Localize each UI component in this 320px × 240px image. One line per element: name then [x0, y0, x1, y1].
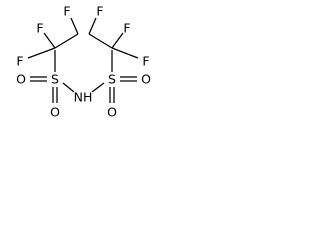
atom-s-left: S	[51, 72, 59, 87]
atom-f-top-right: F	[96, 4, 103, 19]
bond-c5-f-side	[111, 47, 139, 59]
ring-bonds	[54, 33, 113, 93]
atom-f-left: F	[16, 54, 23, 69]
atom-f-top-left: F	[63, 4, 70, 19]
atom-o-bottom-right: O	[107, 105, 117, 120]
bond-c4-c5	[88, 33, 113, 49]
bond-s-left-n	[62, 82, 75, 93]
molecule-structure: F F F F F F S S O O O O NH	[16, 4, 151, 120]
atom-f-upper-left: F	[36, 21, 43, 36]
atom-f-upper-right: F	[123, 21, 130, 36]
sulfonyl-bonds	[30, 76, 137, 103]
fluorine-bonds	[27, 17, 139, 59]
bond-c4-c3	[54, 33, 79, 49]
atom-o-right: O	[141, 72, 151, 87]
bond-c4-f-left	[70, 17, 79, 35]
atom-o-left: O	[16, 72, 26, 87]
atom-f-right: F	[142, 54, 149, 69]
bond-c3-f-top	[43, 32, 56, 49]
atom-o-bottom-left: O	[50, 105, 60, 120]
bond-c5-f-top	[111, 32, 124, 49]
atom-s-right: S	[108, 72, 116, 87]
bond-s-right-n	[91, 82, 105, 93]
bond-c4-f-right	[88, 17, 97, 35]
atom-nh: NH	[74, 90, 93, 105]
bond-c3-f-side	[27, 47, 56, 59]
atom-labels: F F F F F F S S O O O O NH	[16, 4, 151, 120]
